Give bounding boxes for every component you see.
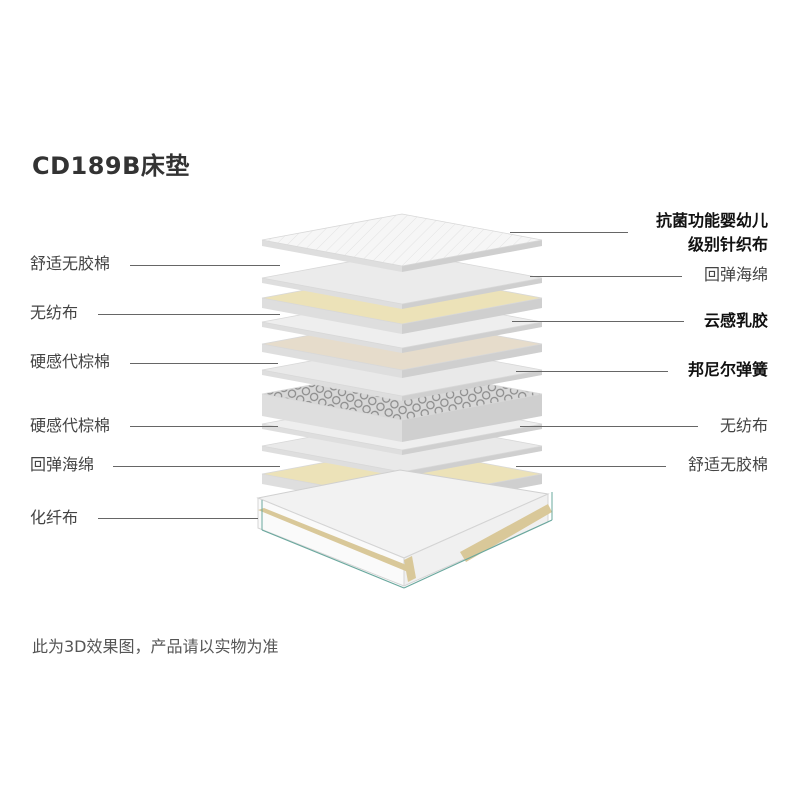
frame-edge-right (404, 556, 416, 582)
leader-line (98, 314, 280, 315)
right-label-line: 抗菌功能婴幼儿 (655, 211, 768, 230)
disclaimer-note: 此为3D效果图，产品请以实物为准 (32, 637, 279, 656)
frame-edge-front (460, 504, 552, 562)
left-label-nonwoven: 无纺布 (30, 303, 79, 322)
right-label-bonnell-spring: 邦尼尔弹簧 (687, 360, 768, 379)
left-label-polyester-fabric: 化纤布 (30, 508, 79, 527)
base-frame (256, 469, 553, 589)
right-label-latex: 云感乳胶 (703, 311, 768, 330)
right-label-resilient-foam: 回弹海绵 (703, 265, 768, 284)
left-label-resilient-foam: 回弹海绵 (30, 455, 95, 474)
leader-line (520, 426, 698, 427)
right-label-line: 级别针织布 (687, 235, 768, 254)
mattress-layer-cotton (261, 251, 543, 309)
leader-line (130, 426, 278, 427)
right-label-nonwoven: 无纺布 (719, 416, 768, 435)
mattress-layer-knit (261, 213, 543, 272)
leader-line (530, 276, 682, 277)
right-label-knit-fabric: 抗菌功能婴幼儿 级别针织布 (656, 211, 768, 255)
leader-line (98, 518, 258, 519)
left-label-coir-substitute: 硬感代棕棉 (30, 352, 111, 371)
left-label-comfort-fiber: 舒适无胶棉 (30, 254, 111, 273)
frame-edge-left (258, 508, 414, 572)
leader-line (512, 321, 684, 322)
left-label-coir-substitute-2: 硬感代棕棉 (30, 416, 111, 435)
right-label-comfort-fiber: 舒适无胶棉 (687, 455, 768, 474)
leader-line (130, 363, 278, 364)
leader-line (516, 466, 666, 467)
page-title: CD189B床垫 (32, 152, 190, 180)
leader-line (516, 371, 668, 372)
leader-line (113, 466, 280, 467)
leader-line (510, 232, 628, 233)
leader-line (130, 265, 280, 266)
